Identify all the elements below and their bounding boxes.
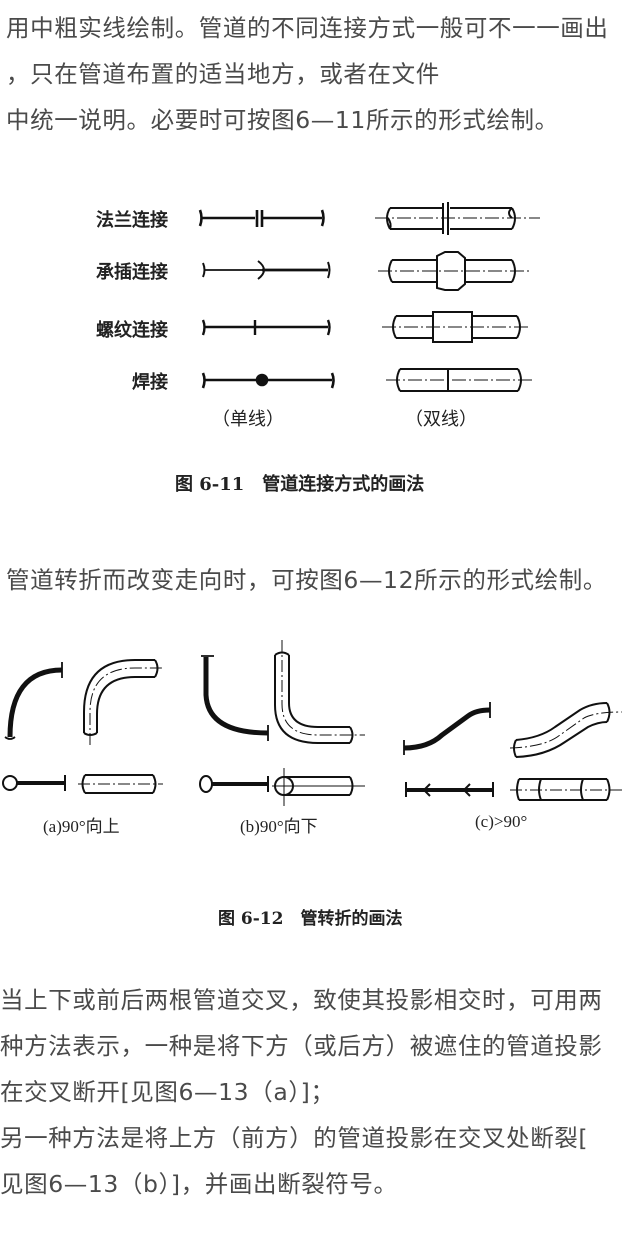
single-flange-drawing [198, 209, 325, 227]
double-weld-drawing [386, 368, 535, 392]
bend-label-b: (b)90°向下 [240, 817, 318, 836]
paragraph-line: 当上下或前后两根管道交叉，致使其投影相交时，可用两 [0, 986, 603, 1014]
bend-label-c: (c)>90° [475, 812, 528, 831]
bend-a-single [7, 667, 63, 738]
double-thread-drawing [382, 311, 528, 343]
pipe-connection-drawings [198, 202, 540, 392]
single-socket-drawing [202, 260, 331, 280]
plan-c-single [405, 782, 494, 797]
figure-caption: 图 6-12 管转折的画法 [218, 909, 403, 929]
bend-c-single [403, 707, 491, 751]
double-line-label: （双线） [405, 409, 477, 430]
plan-a-double [78, 774, 163, 794]
paragraph-line: 种方法表示，一种是将下方（或后方）被遮住的管道投影 [0, 1032, 603, 1060]
double-socket-drawing [378, 251, 532, 291]
single-line-label: （单线） [212, 409, 284, 430]
row-label-flange: 法兰连接 [96, 210, 168, 231]
figure-caption: 图 6-11 管道连接方式的画法 [175, 474, 425, 495]
plan-c-double [510, 778, 622, 801]
row-label-thread: 螺纹连接 [96, 320, 168, 341]
pipe-bend-drawings [2, 640, 623, 806]
single-weld-drawing [201, 372, 335, 389]
bend-b-double [274, 640, 365, 744]
bend-c-double [509, 702, 623, 758]
single-thread-drawing [201, 319, 331, 336]
row-label-socket: 承插连接 [96, 262, 168, 283]
double-flange-drawing [375, 202, 540, 235]
row-label-weld: 焊接 [132, 372, 168, 393]
paragraph-line: 管道转折而改变走向时，可按图6—12所示的形式绘制。 [6, 566, 607, 594]
paragraph-line: 见图6—13（b）]，并画出断裂符号。 [0, 1170, 398, 1198]
plan-a-single [2, 775, 66, 791]
plan-b-double [272, 768, 365, 806]
bend-b-single [203, 657, 269, 736]
paragraph-line: 在交叉断开[见图6—13（a）]； [0, 1078, 335, 1106]
paragraph-line: ，只在管道布置的适当地方，或者在文件 [6, 60, 440, 88]
paragraph-line: 用中粗实线绘制。管道的不同连接方式一般可不一一画出 [6, 14, 609, 42]
paragraph-line: 另一种方法是将上方（前方）的管道投影在交叉处断裂[ [0, 1124, 589, 1152]
bend-label-a: (a)90°向上 [43, 817, 120, 836]
paragraph-line: 中统一说明。必要时可按图6—11所示的形式绘制。 [6, 106, 559, 134]
plan-b-single [199, 775, 269, 793]
bend-a-double [83, 659, 162, 745]
